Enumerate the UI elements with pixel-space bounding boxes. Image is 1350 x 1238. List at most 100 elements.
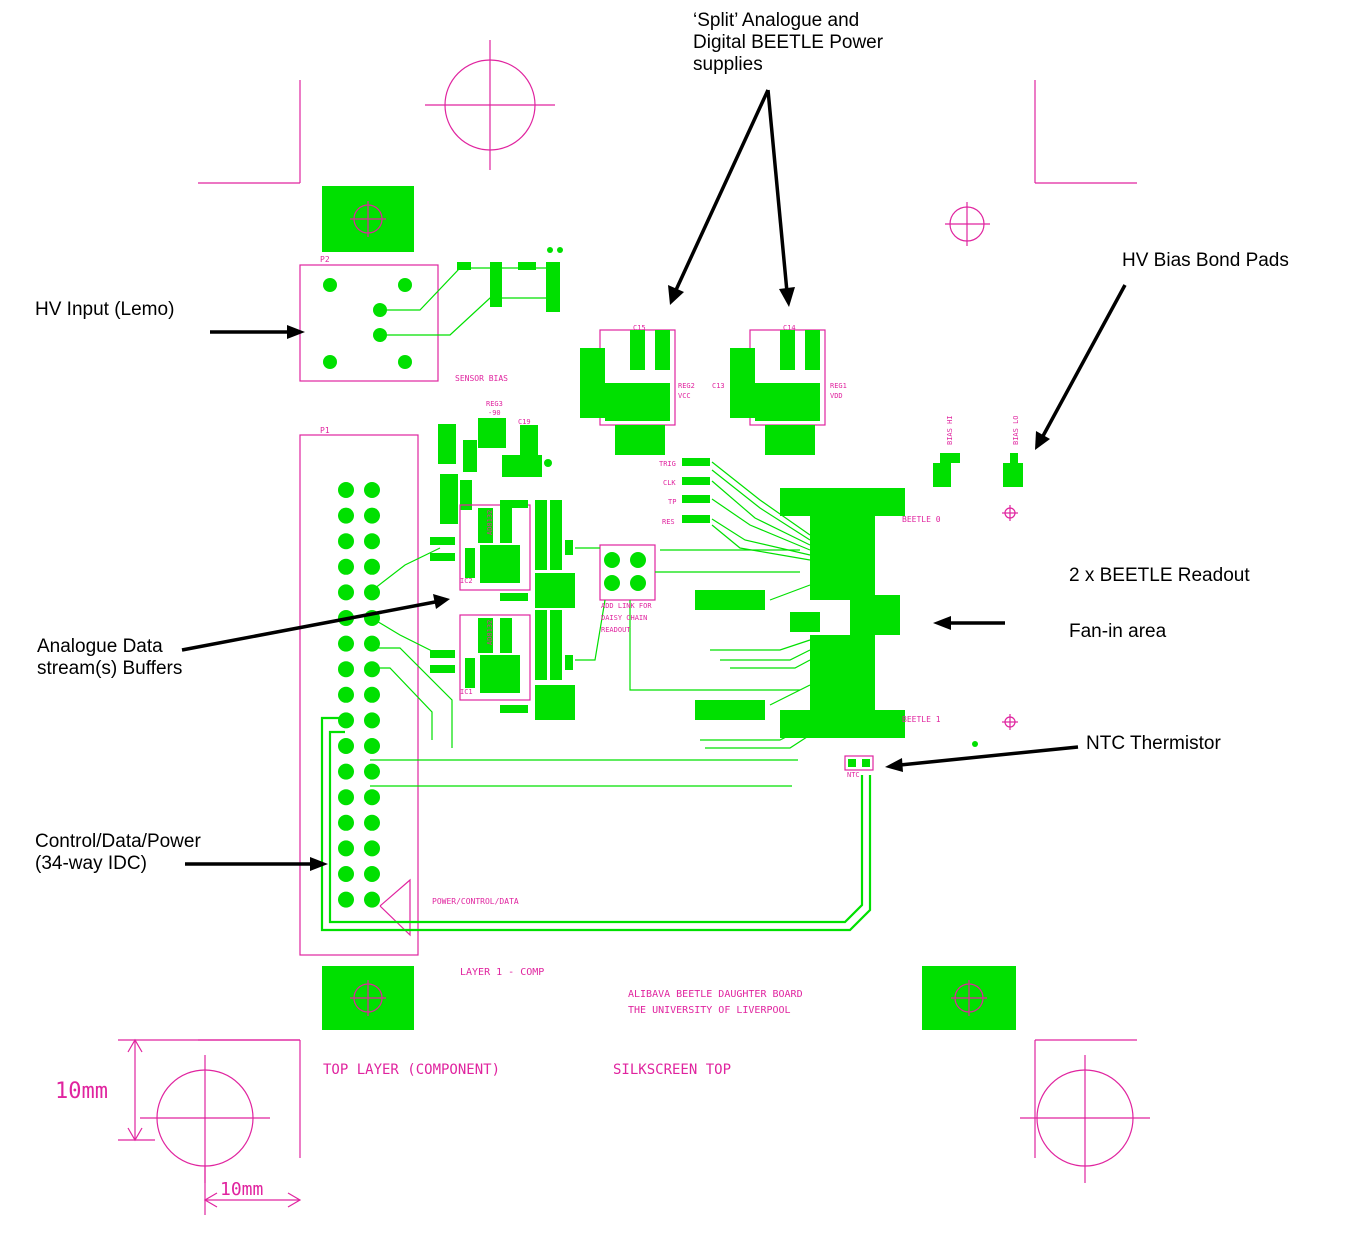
silk-c15: C15 [633, 324, 646, 332]
regulator-reg1 [730, 329, 826, 455]
silk-c19: C19 [518, 418, 531, 426]
idc-pin [338, 507, 354, 524]
silk-ic2: IC2 [460, 577, 473, 585]
silk-res: RES [662, 518, 675, 526]
reg3-area [438, 418, 552, 524]
fiducials-small [1002, 505, 1018, 730]
idc-pin [338, 814, 354, 831]
fiducial-top-right [945, 202, 990, 246]
idc-pin [338, 789, 354, 806]
idc-pin [364, 635, 380, 652]
idc-pin [364, 789, 380, 806]
silk-add-link-2: DAISY CHAIN [601, 614, 647, 622]
dimension-vertical: 10mm [55, 1038, 300, 1142]
annotation-analogue-buffers: Analogue Data stream(s) Buffers [37, 636, 183, 679]
ntc-footprint [844, 741, 978, 771]
annotation-arrows [181, 89, 1127, 871]
buffer-ics [430, 500, 575, 720]
annotation-hv-input: HV Input (Lemo) [35, 299, 175, 320]
silk-p1: P1 [320, 426, 330, 435]
beetle-chip-1 [780, 595, 905, 738]
idc-pin [364, 558, 380, 575]
silk-add-link-1: ADD LINK FOR [601, 602, 652, 610]
daisy-chain-link [575, 544, 800, 691]
silk-tp: TP [668, 498, 676, 506]
hv-bias-pads [933, 453, 1023, 487]
silk-p2: P2 [320, 255, 330, 264]
silk-power-control-data: POWER/CONTROL/DATA [432, 897, 519, 906]
idc-pin [338, 635, 354, 652]
control-resistors [682, 458, 811, 561]
dimension-vertical-label: 10mm [55, 1079, 108, 1104]
idc-pin [364, 533, 380, 550]
beetle-chip-0 [780, 488, 905, 600]
silk-bias-lo: BIAS LO [1012, 415, 1020, 445]
idc-pin [364, 891, 380, 908]
idc-pin [338, 763, 354, 780]
idc-pin [364, 763, 380, 780]
silk-beetle0: BEETLE 0 [902, 515, 941, 524]
silk-silkscreen-top: SILKSCREEN TOP [613, 1062, 731, 1078]
idc-pin [364, 584, 380, 601]
annotation-hv-bias: HV Bias Bond Pads [1122, 250, 1289, 271]
silk-ntc: NTC [847, 771, 860, 779]
idc-pin [338, 738, 354, 754]
idc-pin [364, 661, 380, 678]
dimension-horizontal: 10mm [203, 1165, 302, 1215]
idc-pin [364, 686, 380, 703]
mount-pad-bottom-left [322, 966, 414, 1030]
lemo-connector-p2 [299, 247, 563, 382]
idc-traces [320, 547, 872, 932]
idc-pin [338, 840, 354, 857]
silk-add-link-3: READOUT [601, 626, 631, 634]
mounting-hole-bottom-left [140, 1055, 270, 1183]
idc-pin [364, 507, 380, 524]
idc-pin [338, 584, 354, 601]
idc-pin [364, 482, 380, 498]
silk-ad8132-1: AD8132 [486, 620, 494, 645]
idc-pin [364, 738, 380, 754]
annotation-fanin: Fan-in area [1069, 621, 1167, 642]
idc-pin [364, 814, 380, 831]
silk-vdd: VDD [830, 392, 843, 400]
idc-pin [338, 533, 354, 550]
idc-pin [338, 686, 354, 703]
mount-pad-top [322, 186, 414, 252]
annotation-control-idc: Control/Data/Power (34-way IDC) [35, 831, 201, 874]
fanin-small-components [695, 584, 820, 749]
idc-pin [338, 661, 354, 678]
idc-pin [338, 866, 354, 882]
annotation-ntc: NTC Thermistor [1086, 733, 1221, 754]
mount-pad-bottom-right [922, 966, 1016, 1030]
silk-beetle1: BEETLE 1 [902, 715, 941, 724]
idc-pin [364, 712, 380, 729]
dimension-horizontal-label: 10mm [220, 1179, 263, 1200]
annotation-power-supplies: ‘Split’ Analogue and Digital BEETLE Powe… [693, 10, 884, 75]
silk-reg1: REG1 [830, 382, 847, 390]
silk-reg2: REG2 [678, 382, 695, 390]
idc-pin [338, 558, 354, 575]
idc-pin [364, 840, 380, 857]
idc-pin [364, 866, 380, 882]
idc-connector-p1 [299, 434, 419, 956]
silk-v90: -90 [488, 409, 501, 417]
silk-sensor-bias: SENSOR BIAS [455, 374, 508, 383]
idc-pins [338, 482, 380, 908]
silk-board-line1: ALIBAVA BEETLE DAUGHTER BOARD [628, 989, 803, 1000]
silk-top-layer: TOP LAYER (COMPONENT) [323, 1062, 500, 1078]
silk-vcc: VCC [678, 392, 691, 400]
silk-ic1: IC1 [460, 688, 473, 696]
idc-pin [338, 482, 354, 498]
silk-clk: CLK [663, 479, 676, 487]
silk-reg3: REG3 [486, 400, 503, 408]
silk-c13: C13 [712, 382, 725, 390]
silk-c14: C14 [783, 324, 796, 332]
regulator-reg2 [580, 329, 676, 455]
silk-ad8132-2: AD8132 [486, 510, 494, 535]
idc-pin [338, 712, 354, 729]
silk-layer: LAYER 1 - COMP [460, 967, 544, 978]
silk-board-line2: THE UNIVERSITY OF LIVERPOOL [628, 1005, 791, 1016]
annotation-beetle-readout: 2 x BEETLE Readout [1069, 565, 1250, 586]
